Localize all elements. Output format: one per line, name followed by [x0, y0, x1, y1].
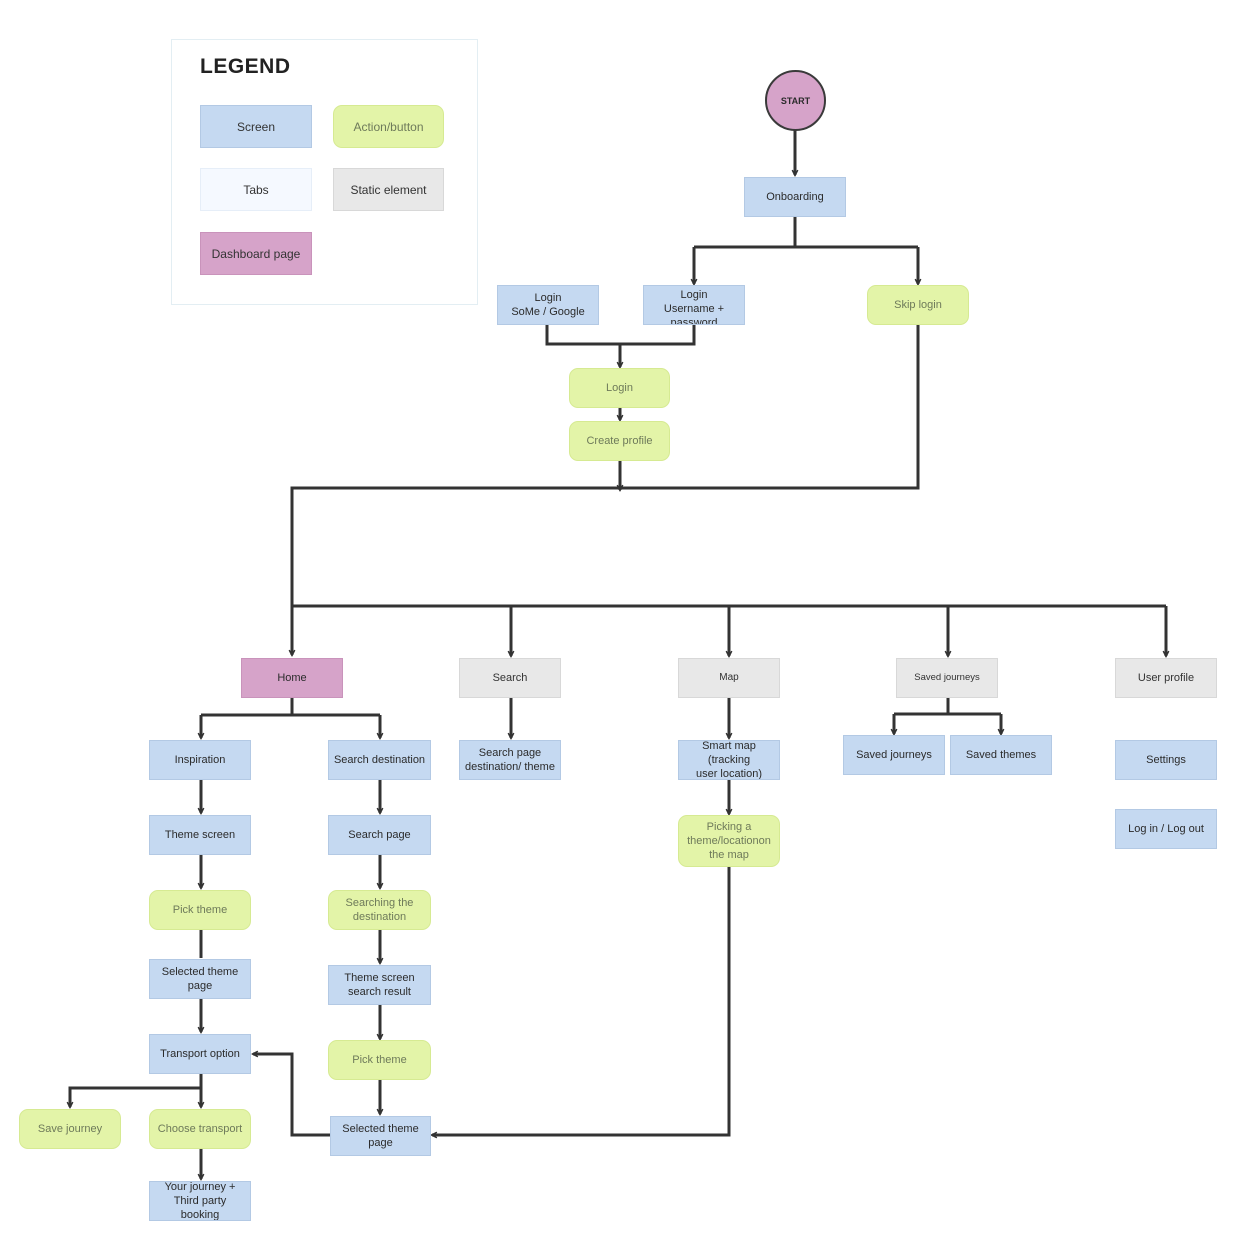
home-dashboard[interactable]: Home [241, 658, 343, 698]
tab-search[interactable]: Search [459, 658, 561, 698]
choose-transport-button[interactable]: Choose transport [149, 1109, 251, 1149]
theme-screen-search-result[interactable]: Theme screen search result [328, 965, 431, 1005]
start-node[interactable]: START [765, 70, 826, 131]
connector-saved-split [894, 698, 1001, 716]
connector-to-save-journey [70, 1086, 201, 1107]
settings-screen[interactable]: Settings [1115, 740, 1217, 780]
search-page-screen[interactable]: Search page [328, 815, 431, 855]
connector-onboarding-split [694, 216, 918, 249]
pick-theme-button-2[interactable]: Pick theme [328, 1040, 431, 1080]
login-username-screen[interactable]: Login Username + password [643, 285, 745, 325]
selected-theme-page-screen[interactable]: Selected theme page [149, 959, 251, 999]
selected-theme-page-screen-2[interactable]: Selected theme page [330, 1116, 431, 1156]
log-in-out-screen[interactable]: Log in / Log out [1115, 809, 1217, 849]
your-journey-booking-screen[interactable]: Your journey + Third party booking [149, 1181, 251, 1221]
skip-login-button[interactable]: Skip login [867, 285, 969, 325]
legend-dashboard: Dashboard page [200, 232, 312, 275]
legend-static: Static element [333, 168, 444, 211]
save-journey-button[interactable]: Save journey [19, 1109, 121, 1149]
search-page-destination-screen[interactable]: Search page destination/ theme [459, 740, 561, 780]
theme-screen[interactable]: Theme screen [149, 815, 251, 855]
tab-map[interactable]: Map [678, 658, 780, 698]
legend-action: Action/button [333, 105, 444, 148]
connector-logins-merge [545, 325, 696, 346]
pick-theme-button[interactable]: Pick theme [149, 890, 251, 930]
legend-screen: Screen [200, 105, 312, 148]
legend-tabs: Tabs [200, 168, 312, 211]
transport-option-screen[interactable]: Transport option [149, 1034, 251, 1074]
connector-selected-to-transport [253, 1054, 330, 1137]
tab-user-profile[interactable]: User profile [1115, 658, 1217, 698]
login-some-screen[interactable]: Login SoMe / Google [497, 285, 599, 325]
login-button[interactable]: Login [569, 368, 670, 408]
smart-map-screen[interactable]: Smart map (tracking user location) [678, 740, 780, 780]
onboarding-screen[interactable]: Onboarding [744, 177, 846, 217]
searching-destination-button[interactable]: Searching the destination [328, 890, 431, 930]
tab-saved-journeys[interactable]: Saved journeys [896, 658, 998, 698]
saved-themes-screen[interactable]: Saved themes [950, 735, 1052, 775]
saved-journeys-screen[interactable]: Saved journeys [843, 735, 945, 775]
create-profile-button[interactable]: Create profile [569, 421, 670, 461]
connector-skip-down [292, 325, 920, 655]
connector-home-split [201, 698, 380, 717]
connector-map-to-selected [432, 866, 731, 1135]
legend-title: LEGEND [200, 55, 291, 78]
picking-theme-map-button[interactable]: Picking a theme/locationon the map [678, 815, 780, 867]
search-destination-screen[interactable]: Search destination [328, 740, 431, 780]
inspiration-screen[interactable]: Inspiration [149, 740, 251, 780]
